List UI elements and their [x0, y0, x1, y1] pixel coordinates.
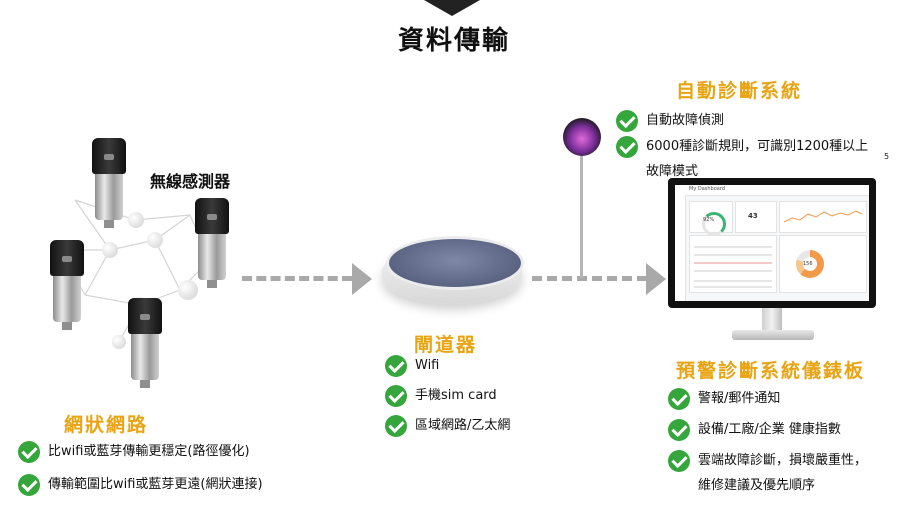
mesh-node — [102, 242, 118, 258]
trend-card — [779, 201, 867, 233]
auto-diag-list: 自動故障偵測 6000種診斷規則，可識別1200種以上 故障模式 — [616, 110, 891, 182]
list-item: 維修建議及優先順序 — [698, 478, 816, 493]
sensor-device — [92, 138, 126, 228]
dashboard-title: 預警診斷系統儀錶板 — [676, 360, 866, 382]
dashboard-monitor: My Dashboard 92% 43 156 — [668, 178, 876, 308]
check-icon — [385, 355, 407, 377]
mesh-list: 比wifi或藍芽傳輸更穩定(路徑優化) 傳輸範圍比wifi或藍芽更遠(網狀連接) — [18, 441, 318, 496]
table-card — [689, 235, 777, 293]
auto-diag-title: 自動診斷系統 — [676, 80, 803, 102]
screen-header: My Dashboard — [685, 185, 869, 196]
sensor-device — [195, 198, 229, 288]
list-item: 區域網路/乙太網 — [385, 415, 585, 437]
dashed-arrow-left — [242, 276, 352, 281]
check-icon — [668, 450, 690, 472]
list-item: 設備/工廠/企業 健康指數 — [668, 419, 903, 441]
diagnosis-logo-icon — [563, 118, 601, 156]
check-icon — [616, 110, 638, 132]
page-title: 資料傳輸 — [397, 26, 510, 56]
mesh-node — [128, 212, 144, 228]
list-item: 傳輸範圍比wifi或藍芽更遠(網狀連接) — [18, 474, 318, 496]
page-number: 5 — [884, 152, 890, 161]
trend-line — [783, 210, 863, 223]
mesh-title: 網狀網路 — [64, 414, 149, 436]
sensor-device — [50, 240, 84, 330]
gateway-title: 閘道器 — [414, 334, 478, 356]
arrow-head-icon — [646, 263, 666, 295]
check-icon — [616, 136, 638, 158]
connector-pole — [580, 148, 583, 278]
dashboard-screen: My Dashboard 92% 43 156 — [675, 185, 869, 301]
mesh-node — [178, 280, 198, 300]
sensor-label: 無線感測器 — [150, 172, 231, 191]
check-icon — [18, 474, 40, 496]
dashboard-list: 警報/郵件通知 設備/工廠/企業 健康指數 雲端故障診斷，損壞嚴重性， 維修建議… — [668, 388, 903, 496]
donut-card: 156 — [779, 235, 867, 293]
stat-card: 43 — [735, 201, 777, 233]
sensor-mesh-illustration — [40, 130, 240, 390]
monitor-base — [732, 330, 814, 340]
gateway-list: Wifi 手機sim card 區域網路/乙太網 — [385, 355, 585, 437]
sensor-device — [128, 298, 162, 388]
donut-chart-icon — [796, 250, 824, 278]
mesh-node — [147, 232, 163, 248]
screen-sidebar — [675, 185, 686, 301]
dashed-arrow-right — [532, 276, 647, 281]
list-item: 6000種診斷規則，可識別1200種以上 — [616, 136, 891, 158]
check-icon — [668, 419, 690, 441]
gauge-icon — [702, 212, 726, 236]
mesh-node — [112, 335, 126, 349]
gateway-top — [386, 236, 524, 290]
arrow-head-icon — [352, 263, 372, 295]
monitor-stand — [762, 308, 782, 332]
list-item: Wifi — [385, 355, 585, 377]
list-item: 自動故障偵測 — [616, 110, 891, 132]
check-icon — [385, 415, 407, 437]
top-arrow-icon — [424, 0, 480, 16]
check-icon — [18, 441, 40, 463]
list-item: 雲端故障診斷，損壞嚴重性， — [668, 450, 903, 472]
list-item: 警報/郵件通知 — [668, 388, 903, 410]
check-icon — [668, 388, 690, 410]
list-item: 故障模式 — [646, 164, 699, 179]
health-card: 92% — [689, 201, 733, 236]
check-icon — [385, 385, 407, 407]
list-item: 手機sim card — [385, 385, 585, 407]
list-item: 比wifi或藍芽傳輸更穩定(路徑優化) — [18, 441, 318, 463]
